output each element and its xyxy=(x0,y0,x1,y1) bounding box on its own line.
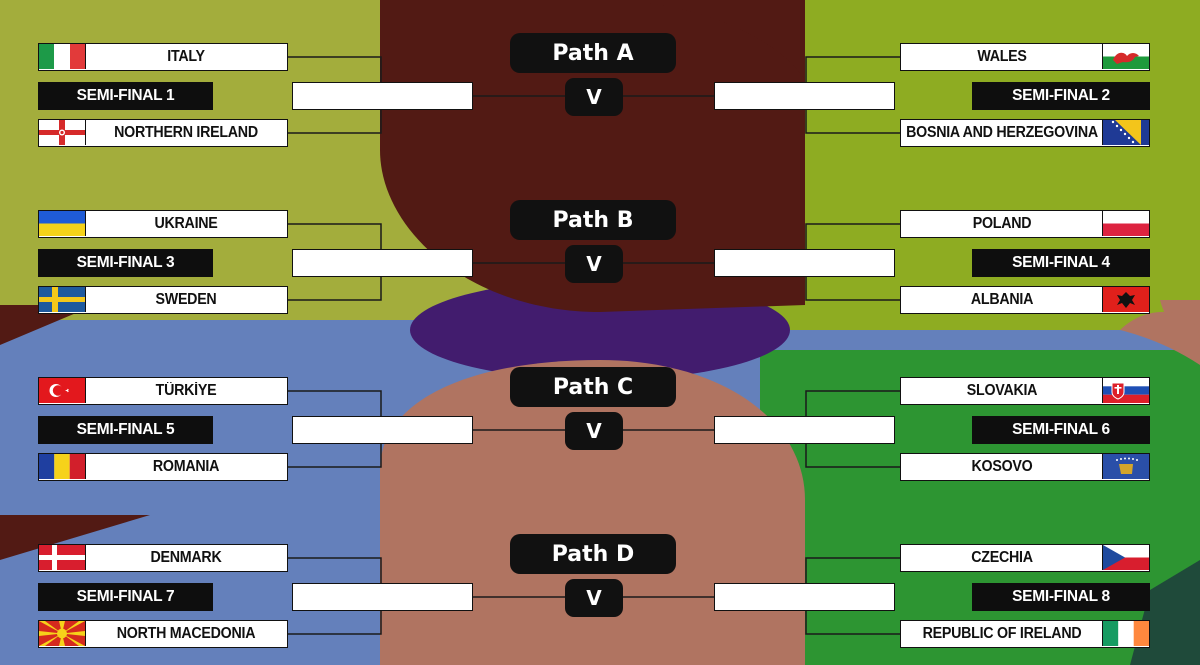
team-name: UKRAINE xyxy=(154,215,218,232)
team-name: REPUBLIC OF IRELAND xyxy=(922,625,1082,642)
team-slot: SLOVAKIA xyxy=(900,377,1150,405)
northern-ireland-flag-icon xyxy=(39,120,86,145)
team-slot: REPUBLIC OF IRELAND xyxy=(900,620,1150,648)
team-slot: DENMARK xyxy=(38,544,288,572)
versus-badge: V xyxy=(565,412,623,450)
team-slot: ROMANIA xyxy=(38,453,288,481)
semi-final-label: SEMI-FINAL 8 xyxy=(972,583,1150,611)
republic-of-ireland-flag-icon xyxy=(1102,621,1149,646)
team-name: NORTH MACEDONIA xyxy=(116,625,256,642)
team-slot: TÜRKİYE xyxy=(38,377,288,405)
semi-final-label: SEMI-FINAL 7 xyxy=(38,583,213,611)
semi-final-winner-slot xyxy=(714,82,895,110)
romania-flag-icon xyxy=(39,454,86,479)
team-name: BOSNIA AND HERZEGOVINA xyxy=(906,124,1098,141)
team-name: NORTHERN IRELAND xyxy=(114,124,258,141)
team-slot: ALBANIA xyxy=(900,286,1150,314)
team-slot: CZECHIA xyxy=(900,544,1150,572)
italy-flag-icon xyxy=(39,44,86,69)
semi-final-winner-slot xyxy=(292,82,473,110)
kosovo-flag-icon xyxy=(1102,454,1149,479)
semi-final-winner-slot xyxy=(292,249,473,277)
team-slot: POLAND xyxy=(900,210,1150,238)
team-name: KOSOVO xyxy=(971,458,1033,475)
team-slot: BOSNIA AND HERZEGOVINA xyxy=(900,119,1150,147)
team-name: WALES xyxy=(977,48,1027,65)
team-name: TÜRKİYE xyxy=(155,382,217,399)
semi-final-winner-slot xyxy=(714,416,895,444)
semi-final-winner-slot xyxy=(292,416,473,444)
semi-final-label: SEMI-FINAL 3 xyxy=(38,249,213,277)
team-slot: NORTHERN IRELAND xyxy=(38,119,288,147)
turkiye-flag-icon xyxy=(39,378,86,403)
semi-final-label: SEMI-FINAL 5 xyxy=(38,416,213,444)
semi-final-label: SEMI-FINAL 4 xyxy=(972,249,1150,277)
path-a-label: Path A xyxy=(510,33,676,73)
team-slot: ITALY xyxy=(38,43,288,71)
north-macedonia-flag-icon xyxy=(39,621,86,646)
albania-flag-icon xyxy=(1102,287,1149,312)
team-slot: NORTH MACEDONIA xyxy=(38,620,288,648)
wales-flag-icon xyxy=(1102,44,1149,69)
semi-final-winner-slot xyxy=(714,249,895,277)
team-slot: WALES xyxy=(900,43,1150,71)
team-name: ROMANIA xyxy=(152,458,220,475)
czechia-flag-icon xyxy=(1102,545,1149,570)
team-name: CZECHIA xyxy=(971,549,1033,566)
team-name: SLOVAKIA xyxy=(966,382,1038,399)
versus-badge: V xyxy=(565,245,623,283)
poland-flag-icon xyxy=(1102,211,1149,236)
semi-final-label: SEMI-FINAL 2 xyxy=(972,82,1150,110)
semi-final-winner-slot xyxy=(292,583,473,611)
ukraine-flag-icon xyxy=(39,211,86,236)
team-name: ALBANIA xyxy=(970,291,1034,308)
path-d-label: Path D xyxy=(510,534,676,574)
team-name: ITALY xyxy=(167,48,205,65)
versus-badge: V xyxy=(565,78,623,116)
path-c-label: Path C xyxy=(510,367,676,407)
sweden-flag-icon xyxy=(39,287,86,312)
bosnia-and-herzegovina-flag-icon xyxy=(1102,120,1149,145)
team-slot: UKRAINE xyxy=(38,210,288,238)
denmark-flag-icon xyxy=(39,545,86,570)
team-slot: SWEDEN xyxy=(38,286,288,314)
semi-final-label: SEMI-FINAL 1 xyxy=(38,82,213,110)
team-name: POLAND xyxy=(972,215,1032,232)
semi-final-winner-slot xyxy=(714,583,895,611)
team-name: DENMARK xyxy=(150,549,222,566)
semi-final-label: SEMI-FINAL 6 xyxy=(972,416,1150,444)
path-b-label: Path B xyxy=(510,200,676,240)
team-name: SWEDEN xyxy=(155,291,217,308)
team-slot: KOSOVO xyxy=(900,453,1150,481)
versus-badge: V xyxy=(565,579,623,617)
slovakia-flag-icon xyxy=(1102,378,1149,403)
